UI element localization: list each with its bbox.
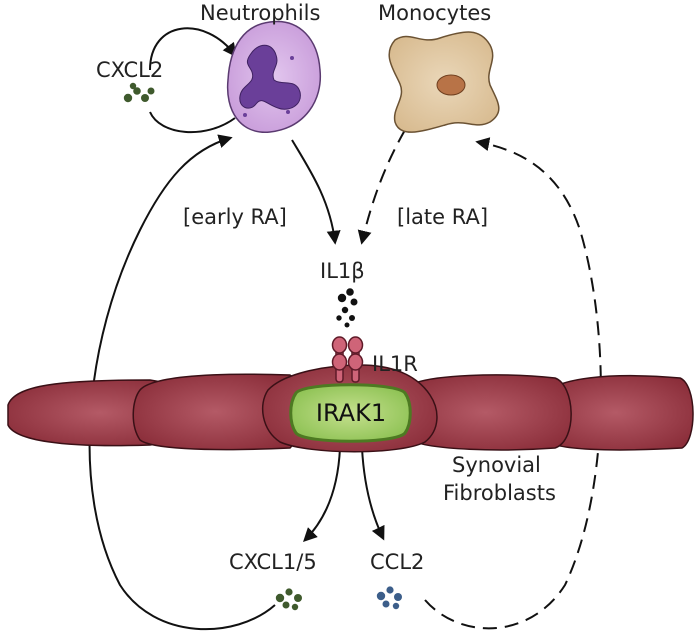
fibroblasts-label: Fibroblasts	[443, 481, 556, 505]
monocyte-cell	[388, 31, 500, 133]
monocyte-nucleus	[436, 74, 466, 96]
cxcl15-label: CXCL1/5	[229, 550, 317, 574]
cxcl2-label: CXCL2	[96, 58, 163, 82]
cxcl2-autocrine-arrow-top	[149, 27, 237, 71]
cxcl2-autocrine-arrow-bottom	[149, 111, 236, 134]
fibroblast-to-ccl2-arrow	[361, 447, 385, 541]
monocytes-label: Monocytes	[378, 1, 491, 25]
neutrophil-to-il1b-arrow	[291, 139, 341, 245]
il1r-receptor-right	[347, 336, 364, 383]
neutrophil-cell	[226, 20, 322, 133]
irak1-label: IRAK1	[316, 399, 386, 427]
irak1-complex: IRAK1	[289, 383, 412, 443]
monocyte-to-il1b-arrow	[357, 129, 406, 245]
early-ra-label: [early RA]	[183, 205, 287, 229]
fibroblast-cell-2	[132, 373, 299, 451]
ccl2-label: CCL2	[370, 550, 424, 574]
il1r-label: IL1R	[372, 352, 418, 376]
il1r-receptor-left	[331, 336, 348, 383]
il1r-receptor	[331, 336, 364, 383]
irak1-shape	[289, 383, 412, 443]
neutrophils-label: Neutrophils	[200, 1, 320, 25]
il1b-dots	[336, 288, 358, 328]
ccl2-dots	[376, 586, 402, 610]
synovial-label: Synovial	[452, 453, 541, 477]
il1b-label: IL1β	[320, 259, 365, 283]
fibroblast-to-cxcl15-arrow	[303, 447, 341, 542]
cxcl2-dots	[123, 82, 155, 103]
cxcl15-dots	[275, 588, 302, 611]
late-ra-label: [late RA]	[397, 205, 488, 229]
neutrophil-body	[226, 20, 322, 133]
neutrophil-nucleus	[239, 44, 301, 110]
